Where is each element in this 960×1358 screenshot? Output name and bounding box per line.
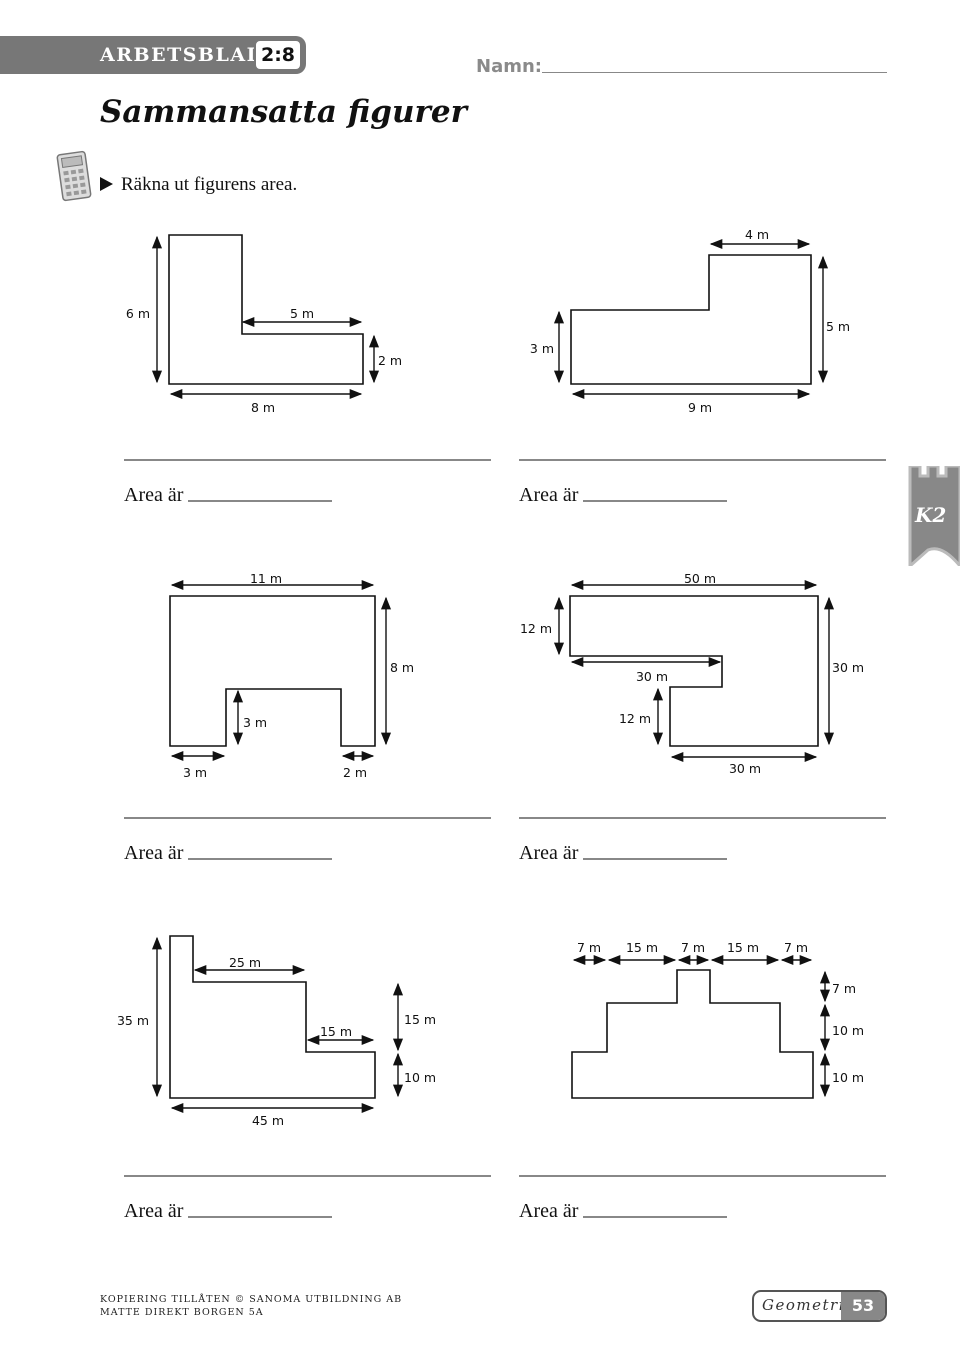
fig3-dim-notch: 3 m bbox=[243, 715, 267, 730]
fig6-dim-top-5: 7 m bbox=[784, 940, 808, 955]
fig6-dim-top-4: 15 m bbox=[727, 940, 759, 955]
instruction-text: Räkna ut figurens area. bbox=[121, 174, 298, 195]
fig5-dim-base: 45 m bbox=[252, 1113, 284, 1128]
figure-3-shape bbox=[169, 595, 376, 747]
fig4-dim-arm: 12 m bbox=[520, 621, 552, 636]
fig3-dim-top: 11 m bbox=[250, 571, 282, 586]
figure-5-shape bbox=[169, 935, 376, 1099]
footer-credits: KOPIERING TILLÅTEN © SANOMA UTBILDNING A… bbox=[100, 1293, 402, 1319]
fig2-dim-base: 9 m bbox=[688, 400, 712, 415]
area-label-3: Area är bbox=[124, 842, 184, 864]
fig5-dim-second-step: 15 m bbox=[320, 1024, 352, 1039]
fig4-dim-notch-height: 12 m bbox=[619, 711, 651, 726]
fig1-dim-base: 8 m bbox=[251, 400, 275, 415]
fig6-dim-top-3: 7 m bbox=[681, 940, 705, 955]
fig4-dim-base: 30 m bbox=[729, 761, 761, 776]
figure-shapes bbox=[168, 234, 819, 1099]
dimension-labels: 6 m 5 m 2 m 8 m 4 m 5 m 3 m 9 m 11 m 8 m… bbox=[117, 227, 864, 1128]
area-label-5: Area är bbox=[124, 1200, 184, 1222]
fig5-dim-height: 35 m bbox=[117, 1013, 149, 1028]
fig6-dim-top-2: 15 m bbox=[626, 940, 658, 955]
figure-2-shape bbox=[570, 254, 812, 385]
footer-book: MATTE DIREKT BORGEN 5A bbox=[100, 1307, 264, 1318]
fig1-dim-height: 6 m bbox=[126, 306, 150, 321]
fig2-dim-left: 3 m bbox=[530, 341, 554, 356]
page-title: Sammansatta figurer bbox=[100, 94, 467, 130]
area-label-1: Area är bbox=[124, 484, 184, 506]
answer-lines bbox=[188, 500, 727, 1218]
fig3-dim-right: 8 m bbox=[390, 660, 414, 675]
work-lines bbox=[124, 459, 886, 1177]
triangle-bullet-icon bbox=[100, 177, 113, 191]
worksheet-number: 2:8 bbox=[254, 39, 302, 71]
fig6-dim-top-1: 7 m bbox=[577, 940, 601, 955]
fig1-dim-right: 2 m bbox=[378, 353, 402, 368]
fig4-dim-top: 50 m bbox=[684, 571, 716, 586]
subject-page-badge: Geometri 53 bbox=[752, 1290, 887, 1322]
fig6-dim-right-3: 10 m bbox=[832, 1070, 864, 1085]
figure-6-shape bbox=[571, 969, 814, 1099]
fig6-dim-right-1: 7 m bbox=[832, 981, 856, 996]
fig3-dim-left-leg: 3 m bbox=[183, 765, 207, 780]
fig5-dim-right-lower: 10 m bbox=[404, 1070, 436, 1085]
footer-copyright: KOPIERING TILLÅTEN © SANOMA UTBILDNING A… bbox=[100, 1294, 403, 1305]
fig3-dim-right-leg: 2 m bbox=[343, 765, 367, 780]
fig6-dim-right-2: 10 m bbox=[832, 1023, 864, 1038]
subject-label: Geometri bbox=[762, 1296, 845, 1314]
instruction: Räkna ut figurens area. bbox=[100, 174, 297, 196]
fig2-dim-top: 4 m bbox=[745, 227, 769, 242]
fig2-dim-right: 5 m bbox=[826, 319, 850, 334]
name-input-line[interactable] bbox=[542, 72, 887, 73]
dimension-arrows bbox=[151, 235, 835, 1114]
fig1-dim-step: 5 m bbox=[290, 306, 314, 321]
fig4-dim-right: 30 m bbox=[832, 660, 864, 675]
worksheet-label: ARBETSBLAD bbox=[100, 44, 265, 66]
figure-4-shape bbox=[569, 595, 819, 747]
area-label-2: Area är bbox=[519, 484, 579, 506]
name-label: Namn: bbox=[476, 56, 542, 77]
area-label-4: Area är bbox=[519, 842, 579, 864]
side-tab-label: K2 bbox=[915, 503, 947, 527]
fig5-dim-top-step: 25 m bbox=[229, 955, 261, 970]
figure-1-shape bbox=[168, 234, 364, 385]
area-label-6: Area är bbox=[519, 1200, 579, 1222]
page-number: 53 bbox=[841, 1292, 885, 1320]
calculator-icon bbox=[56, 150, 92, 202]
fig4-dim-notch-width: 30 m bbox=[636, 669, 668, 684]
fig5-dim-right-upper: 15 m bbox=[404, 1012, 436, 1027]
